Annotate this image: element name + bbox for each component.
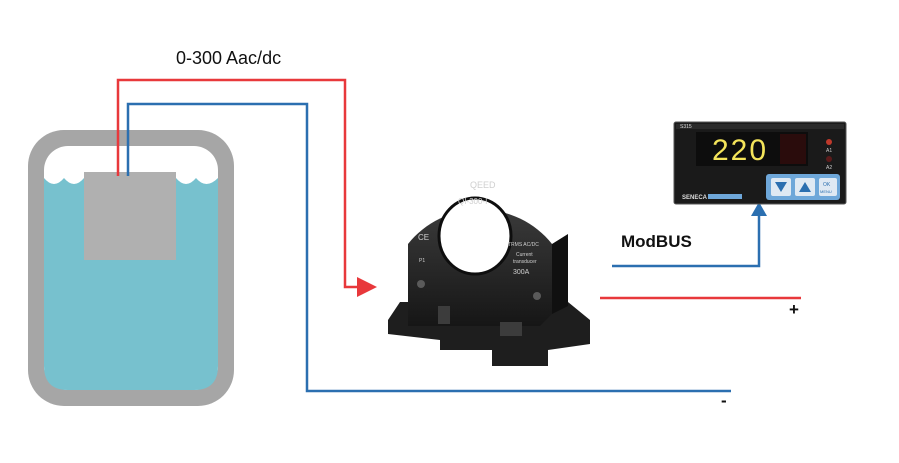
sensor-aperture-rim [437, 196, 513, 276]
down-button[interactable] [771, 178, 791, 196]
sensor-p1: P1 [419, 258, 425, 264]
sensor-brand: QEED [470, 180, 496, 190]
panel-meter: S315 220 A1 A2 SENECA OK MENU [673, 121, 847, 205]
tank [28, 130, 234, 406]
positive-wire-to-sensor [116, 78, 377, 297]
menu-button-label: MENU [820, 189, 832, 194]
probe-block [84, 172, 176, 260]
modbus-label: ModBUS [621, 232, 692, 251]
modbus-arrow-head [751, 202, 767, 216]
meter-bar-graph [708, 194, 742, 199]
meter-model: S315 [680, 124, 692, 130]
triangle-down-icon [775, 182, 787, 192]
minus-label: - [721, 391, 727, 410]
meter-brand: SENECA [682, 195, 708, 201]
negative-wire [126, 102, 731, 393]
meter-led1-label: A1 [826, 148, 832, 154]
sensor-terminal-right [500, 322, 522, 336]
modbus-line [612, 214, 761, 268]
sensor-screw-right [533, 292, 541, 300]
sensor-ce-mark: CE [418, 233, 429, 242]
sensor-rating: 300A [513, 269, 530, 276]
current-range-label: 0-300 Aac/dc [176, 48, 282, 68]
sensor-desc-line2: transducer [513, 259, 537, 265]
meter-value: 220 [712, 134, 768, 167]
ok-button-label: OK [823, 182, 831, 188]
triangle-up-icon [799, 182, 811, 192]
plus-label: + [789, 300, 799, 319]
sensor-side [552, 234, 568, 314]
led-a2-icon [826, 156, 832, 162]
sensor-aperture [439, 198, 511, 274]
sensor-model: QI-300-I [458, 197, 487, 206]
sensor-type-text: TRMS AC/DC [508, 242, 539, 248]
led-a1-icon [826, 139, 832, 145]
current-sensor: QEED QI-300-I CE P1 TRMS AC/DC Current t… [388, 180, 590, 366]
wires [116, 78, 801, 393]
meter-top-strip [676, 124, 844, 129]
up-button[interactable] [795, 178, 815, 196]
sensor-screw-left [417, 280, 425, 288]
sensor-desc-line1: Current [516, 252, 533, 258]
meter-screen-ghost [780, 134, 806, 164]
ok-menu-button[interactable]: OK MENU [819, 178, 837, 196]
sensor-terminal-left [438, 306, 450, 324]
meter-led2-label: A2 [826, 165, 832, 171]
